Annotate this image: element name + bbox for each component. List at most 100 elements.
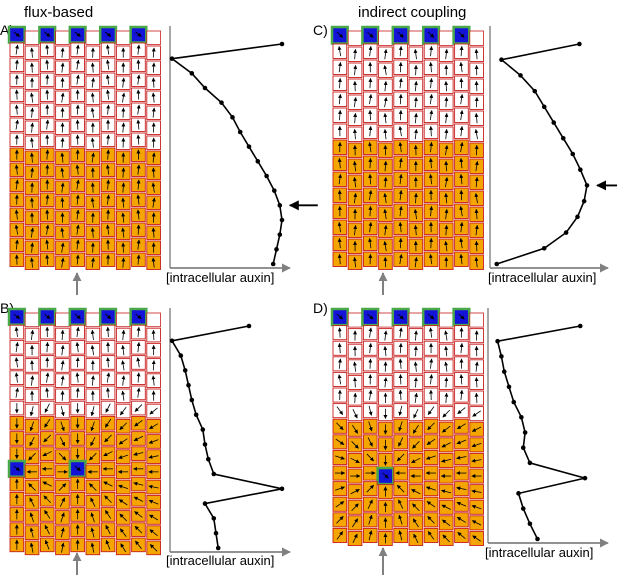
- panel-label-c: C): [313, 22, 328, 38]
- flux-arrow: [368, 205, 373, 217]
- flux-arrow: [29, 137, 34, 148]
- flux-arrow: [14, 224, 19, 235]
- profile-point: [582, 475, 588, 481]
- flux-arrow: [398, 45, 403, 57]
- flux-arrow: [30, 167, 35, 178]
- flux-arrow: [121, 77, 126, 88]
- flux-arrow: [444, 377, 449, 388]
- flux-arrow: [398, 389, 403, 400]
- tissue-cell: [24, 30, 40, 45]
- flux-arrow: [121, 167, 126, 178]
- flux-arrow: [441, 504, 451, 510]
- flux-arrow: [383, 208, 388, 220]
- flux-arrow: [427, 313, 435, 320]
- flux-arrow: [89, 483, 97, 491]
- profile-point: [511, 399, 517, 405]
- flux-arrow: [105, 357, 110, 368]
- profile-point: [200, 427, 206, 432]
- flux-arrow: [151, 62, 156, 73]
- flux-arrow: [413, 192, 418, 204]
- flux-arrow: [456, 423, 466, 430]
- flux-arrow: [457, 532, 466, 539]
- profile-point: [551, 120, 557, 125]
- flux-arrow: [151, 197, 156, 208]
- flux-arrow: [352, 256, 357, 268]
- flux-arrow: [352, 424, 359, 434]
- flux-arrow: [60, 360, 65, 371]
- flux-arrow: [383, 128, 388, 140]
- flux-arrow: [91, 152, 96, 163]
- flux-arrow: [429, 358, 434, 369]
- flux-arrow: [151, 167, 156, 178]
- flux-arrow: [426, 455, 436, 460]
- profile-point: [255, 159, 261, 164]
- flux-arrow: [121, 227, 126, 238]
- flux-arrow: [14, 209, 19, 220]
- flux-arrow: [105, 224, 110, 235]
- flux-arrow: [60, 527, 65, 538]
- flux-arrow: [90, 436, 96, 447]
- flux-arrow: [121, 375, 126, 386]
- flux-arrow: [136, 341, 141, 353]
- flux-arrow: [148, 499, 159, 505]
- flux-arrow: [412, 518, 419, 528]
- profile-point: [202, 85, 208, 91]
- flux-arrow: [45, 224, 50, 235]
- flux-arrow: [43, 434, 52, 443]
- flux-arrow: [119, 422, 128, 431]
- flux-arrow: [15, 179, 20, 190]
- flux-arrow: [60, 182, 65, 193]
- flux-arrow: [429, 77, 434, 89]
- flux-arrow: [28, 452, 36, 461]
- flux-arrow: [474, 377, 479, 388]
- flux-arrow: [474, 80, 479, 92]
- flux-arrow: [90, 542, 95, 553]
- flux-arrow: [471, 520, 482, 526]
- flux-arrow: [136, 372, 141, 383]
- flux-arrow: [352, 409, 358, 419]
- flux-arrow: [444, 128, 449, 140]
- flux-arrow: [383, 224, 388, 236]
- flux-arrow: [398, 253, 403, 265]
- flux-arrow: [121, 257, 126, 268]
- flux-arrow: [45, 387, 50, 398]
- flux-arrow: [413, 96, 418, 108]
- flux-arrow: [60, 167, 65, 178]
- flux-arrow: [135, 31, 142, 37]
- flux-arrow: [426, 438, 436, 445]
- profile-point: [274, 247, 279, 252]
- flux-arrow: [352, 176, 357, 188]
- flux-arrow: [441, 442, 451, 448]
- flux-arrow: [398, 405, 403, 416]
- flux-arrow: [104, 434, 112, 443]
- flux-arrow: [90, 375, 95, 386]
- flux-arrow: [456, 501, 467, 507]
- tissue-cell: [378, 30, 393, 46]
- xlabel-a: [intracellular auxin]: [166, 270, 275, 285]
- flux-arrow: [471, 426, 482, 432]
- flux-arrow: [459, 93, 464, 105]
- flux-arrow: [351, 441, 359, 449]
- flux-arrow: [75, 194, 80, 205]
- flux-arrow: [29, 436, 35, 447]
- flux-arrow: [368, 405, 373, 416]
- profile-point: [215, 545, 221, 551]
- flux-arrow: [136, 224, 141, 235]
- flux-arrow: [45, 194, 50, 205]
- flux-arrow: [351, 503, 359, 512]
- tissue-cell: [408, 312, 424, 328]
- flux-arrow: [368, 141, 373, 153]
- flux-arrow: [91, 257, 95, 268]
- flux-arrow: [353, 48, 358, 60]
- flux-arrow: [105, 539, 111, 550]
- flux-arrow: [29, 527, 34, 538]
- flux-arrow: [29, 197, 34, 208]
- flux-arrow: [30, 107, 35, 118]
- flux-arrow: [106, 104, 111, 115]
- tissue-d: [330, 307, 484, 575]
- flux-arrow: [118, 499, 128, 506]
- flux-arrow: [397, 31, 404, 38]
- flux-arrow: [368, 189, 373, 201]
- profile-point: [495, 338, 500, 344]
- flux-arrow: [60, 152, 65, 163]
